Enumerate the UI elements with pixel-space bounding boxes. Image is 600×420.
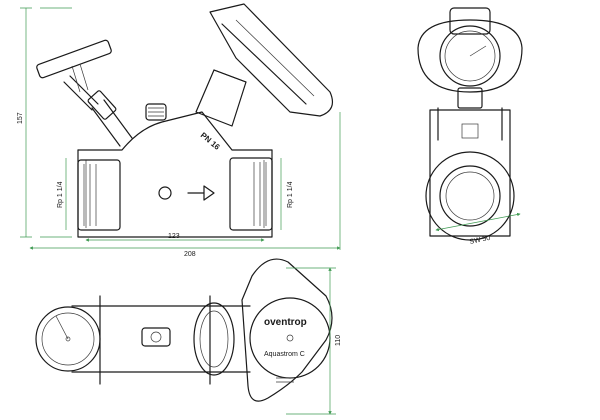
dim-height-110: 110 — [335, 335, 342, 346]
top-view: oventrop Aquastrom C — [35, 258, 333, 402]
dim-wrench-sw50: SW 50 — [469, 235, 491, 246]
end-view: SW 50 — [417, 7, 523, 246]
dim-thread-right: Rp 1 1/4 — [287, 181, 294, 208]
pressure-gauge — [35, 306, 101, 372]
brand-label: oventrop — [264, 317, 307, 328]
model-label: Aquastrom C — [264, 351, 305, 358]
dim-thread-left: Rp 1 1/4 — [57, 181, 64, 208]
dim-length-123: 123 — [168, 233, 180, 240]
top-dimensions: 110 — [286, 267, 342, 415]
pressure-rating-label: PN 16 — [199, 131, 222, 153]
side-dimensions: 157 Rp 1 1/4 Rp 1 1/4 123 208 — [17, 7, 341, 258]
dim-length-208: 208 — [184, 251, 196, 258]
side-view: PN 16 — [36, 3, 333, 238]
dim-height-157: 157 — [17, 112, 24, 124]
